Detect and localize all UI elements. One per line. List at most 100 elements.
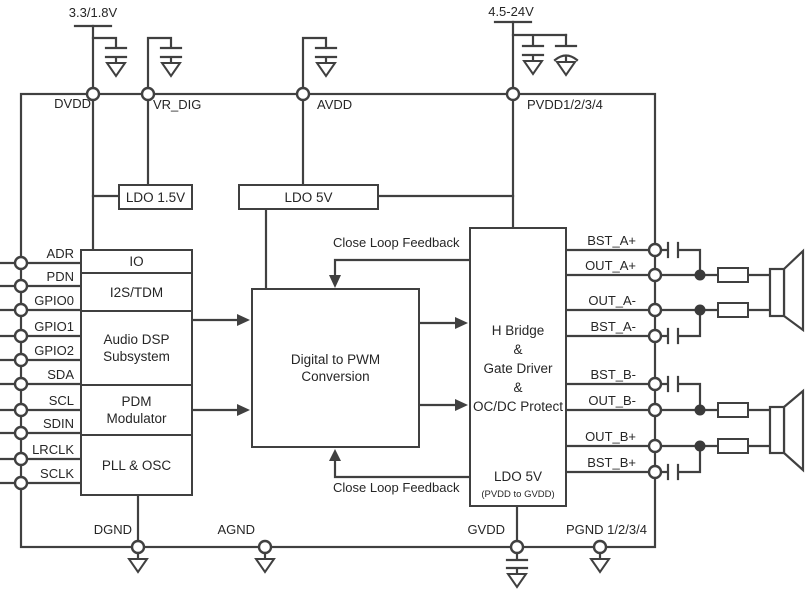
arrow-icon	[329, 449, 341, 461]
pin-label-avdd: AVDD	[317, 97, 353, 112]
pin-label-vr-dig: VR_DIG	[153, 97, 202, 112]
junction-dots	[694, 269, 706, 452]
capacitor-icon	[91, 36, 128, 65]
arrowheads	[237, 275, 468, 461]
pin-gpio2	[13, 352, 29, 368]
ground-icon	[160, 62, 182, 78]
resistors	[717, 267, 749, 454]
arrow-icon	[237, 404, 250, 416]
polarized-capacitor-icon	[553, 33, 579, 64]
pin-bst-a-minus	[647, 328, 663, 344]
block-h-bridge: H Bridge & Gate Driver & OC/DC Protect L…	[469, 227, 567, 507]
junction-dot	[694, 404, 706, 416]
pin-label-sclk: SCLK	[40, 466, 74, 481]
ground-icon	[506, 573, 528, 589]
pin-gpio1	[13, 328, 29, 344]
h-bridge-label: H Bridge & Gate Driver & OC/DC Protect	[472, 323, 564, 414]
pin-label-out-b-plus: OUT_B+	[585, 429, 636, 444]
h-bridge-ldo-label: LDO 5V	[493, 469, 543, 484]
pin-terminals	[13, 86, 663, 555]
block-ldo-5v: LDO 5V	[238, 184, 379, 210]
ground-icon	[555, 61, 577, 77]
ground-icon	[105, 62, 127, 78]
pin-avdd	[295, 86, 311, 102]
junction-dot	[694, 304, 706, 316]
supply-label-digital: 3.3/1.8V	[68, 5, 118, 20]
pin-label-pvdd: PVDD1/2/3/4	[527, 97, 603, 112]
pin-label-gpio0: GPIO0	[34, 293, 74, 308]
block-i2s-tdm: I2S/TDM	[82, 272, 191, 310]
ground-icon	[589, 558, 611, 574]
pin-bst-a-plus	[647, 242, 663, 258]
pin-label-out-a-plus: OUT_A+	[585, 258, 636, 273]
pin-pdn	[13, 278, 29, 294]
block-ldo-1v5: LDO 1.5V	[118, 184, 193, 210]
capacitor-icon	[146, 36, 183, 96]
pin-dvdd	[85, 86, 101, 102]
arrow-icon	[455, 399, 468, 411]
pin-label-bst-a-plus: BST_A+	[587, 233, 636, 248]
supply-label-power: 4.5-24V	[488, 4, 534, 19]
pin-scl	[13, 402, 29, 418]
pin-vr-dig	[140, 86, 156, 102]
pin-label-pdn: PDN	[46, 269, 74, 284]
pin-out-a-plus	[647, 267, 663, 283]
pin-gpio0	[13, 302, 29, 318]
pin-label-adr: ADR	[46, 246, 74, 261]
pin-label-pgnd: PGND 1/2/3/4	[566, 522, 647, 537]
feedback-label-top: Close Loop Feedback	[333, 235, 460, 250]
pin-label-agnd: AGND	[217, 522, 255, 537]
capacitor-icon	[505, 552, 529, 576]
block-audio-dsp: Audio DSP Subsystem	[82, 310, 191, 384]
pin-sda	[13, 376, 29, 392]
pin-label-scl: SCL	[48, 393, 74, 408]
speaker-b-icon	[768, 388, 805, 473]
pin-label-gpio2: GPIO2	[34, 343, 74, 358]
pin-sdin	[13, 425, 29, 441]
pin-pgnd	[592, 539, 608, 555]
pin-out-a-minus	[647, 302, 663, 318]
pin-out-b-minus	[647, 402, 663, 418]
block-digital-stack: IO I2S/TDM Audio DSP Subsystem PDM Modul…	[80, 249, 193, 496]
resistor-icon	[717, 302, 749, 318]
pin-label-bst-b-minus: BST_B-	[590, 367, 636, 382]
feedback-label-bottom: Close Loop Feedback	[333, 480, 460, 495]
pin-label-bst-b-plus: BST_B+	[587, 455, 636, 470]
pin-label-out-b-minus: OUT_B-	[588, 393, 636, 408]
speaker-a-icon	[768, 248, 805, 333]
pin-lrclk	[13, 451, 29, 467]
pin-label-out-a-minus: OUT_A-	[588, 293, 636, 308]
ground-icon	[315, 62, 337, 78]
ground-icon	[127, 558, 149, 574]
pin-gvdd	[509, 539, 525, 555]
pin-agnd	[257, 539, 273, 555]
pin-bst-b-plus	[647, 464, 663, 480]
pin-adr	[13, 255, 29, 271]
pin-label-dgnd: DGND	[93, 522, 132, 537]
block-pll-osc: PLL & OSC	[82, 434, 191, 494]
pin-pvdd	[505, 86, 521, 102]
pin-label-lrclk: LRCLK	[32, 442, 74, 457]
pin-label-dvdd: DVDD	[54, 96, 91, 111]
pin-label-gvdd: GVDD	[467, 522, 505, 537]
pin-label-bst-a-minus: BST_A-	[590, 319, 636, 334]
arrow-icon	[455, 317, 468, 329]
pin-bst-b-minus	[647, 376, 663, 392]
arrow-icon	[329, 275, 341, 288]
junction-dot	[694, 440, 706, 452]
ground-icon	[522, 60, 544, 76]
capacitor-icon	[511, 33, 568, 63]
junction-dot	[694, 269, 706, 281]
pin-label-sda: SDA	[47, 367, 74, 382]
resistor-icon	[717, 402, 749, 418]
arrow-icon	[237, 314, 250, 326]
pin-sclk	[13, 475, 29, 491]
block-pdm-modulator: PDM Modulator	[82, 384, 191, 434]
chip-outline	[19, 92, 657, 549]
block-io: IO	[129, 254, 144, 269]
pin-label-gpio1: GPIO1	[34, 319, 74, 334]
block-digital-to-pwm: Digital to PWM Conversion	[251, 288, 420, 448]
capacitor-icon	[301, 36, 338, 96]
